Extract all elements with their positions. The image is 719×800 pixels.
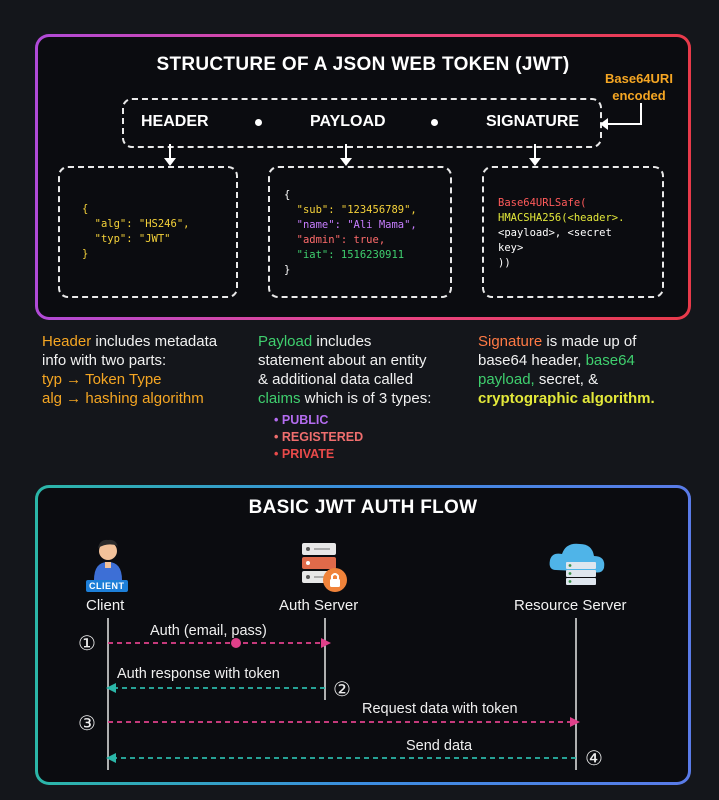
step-4-number: ④	[585, 748, 603, 770]
claim-types-list: • PUBLIC • REGISTERED • PRIVATE	[258, 412, 473, 463]
header-code: { "alg": "HS246", "typ": "JWT"}	[82, 202, 189, 262]
signature-label: SIGNATURE	[486, 113, 580, 130]
payload-code-box: { "sub": "123456789", "name": "Ali Mama"…	[268, 166, 452, 298]
payload-description: Payload includes statement about an enti…	[258, 332, 473, 463]
step-2-label: Auth response with token	[117, 666, 280, 682]
header-code-box: { "alg": "HS246", "typ": "JWT"}	[58, 166, 238, 298]
claim-type-registered: • REGISTERED	[274, 430, 364, 444]
signature-description: Signature is made up of base64 header, b…	[478, 333, 655, 407]
auth-flow-panel	[35, 485, 691, 785]
cloud-server-icon	[549, 543, 605, 585]
payload-code: { "sub": "123456789", "name": "Ali Mama"…	[284, 188, 417, 278]
payload-code-line: "sub": "123456789",	[284, 204, 417, 216]
payload-label: PAYLOAD	[310, 113, 386, 130]
signature-code: Base64URLSafe( HMACSHA256(<header>. <paylo…	[498, 196, 624, 271]
signature-code-box: Base64URLSafe( HMACSHA256(<header>. <paylo…	[482, 166, 664, 298]
payload-code-line: {	[284, 189, 291, 201]
resource-server-label: Resource Server	[514, 597, 627, 614]
signature-code-line: HMACSHA256(<header>.	[498, 212, 625, 224]
step-1-label: Auth (email, pass)	[150, 623, 267, 639]
step-4-label: Send data	[406, 738, 473, 754]
payload-code-line: "iat": 1516230911	[284, 249, 405, 261]
jwt-structure-panel	[35, 34, 691, 320]
token-parts-container	[122, 98, 602, 148]
signature-code-line: <payload>, <secret	[498, 227, 612, 239]
step-1-number: ①	[78, 633, 96, 655]
step-3-label: Request data with token	[362, 701, 518, 717]
payload-code-line: "name": "Ali Mama",	[284, 219, 417, 231]
user-icon	[94, 539, 122, 580]
jwt-structure-title: STRUCTURE OF A JSON WEB TOKEN (JWT)	[156, 54, 570, 75]
signature-code-line: Base64URLSafe(	[498, 197, 587, 209]
signature-code-line: ))	[498, 257, 511, 269]
separator-dot	[431, 119, 438, 126]
header-code-line: "alg": "HS246",	[82, 218, 190, 230]
auth-flow-title: BASIC JWT AUTH FLOW	[248, 497, 478, 518]
header-description: Header includes metadata info with two p…	[42, 333, 218, 407]
auth-server-label: Auth Server	[279, 597, 359, 614]
client-badge: CLIENT	[86, 580, 128, 592]
base64-encoded-note: Base64URI encoded	[605, 71, 673, 103]
payload-code-line: }	[284, 264, 291, 276]
claim-type-public: • PUBLIC	[274, 413, 329, 427]
header-label: HEADER	[141, 113, 209, 130]
step-2-number: ②	[333, 679, 351, 701]
separator-dot	[255, 119, 262, 126]
header-code-line: "typ": "JWT"	[82, 233, 171, 245]
header-code-line: }	[82, 248, 89, 260]
header-code-line: {	[82, 203, 89, 215]
step-3-number: ③	[78, 713, 96, 735]
client-label: Client	[86, 597, 125, 614]
payload-code-line: "admin": true,	[284, 234, 386, 246]
signature-code-line: key>	[498, 242, 524, 254]
lock-icon	[323, 568, 347, 592]
claim-type-private: • PRIVATE	[274, 447, 335, 461]
